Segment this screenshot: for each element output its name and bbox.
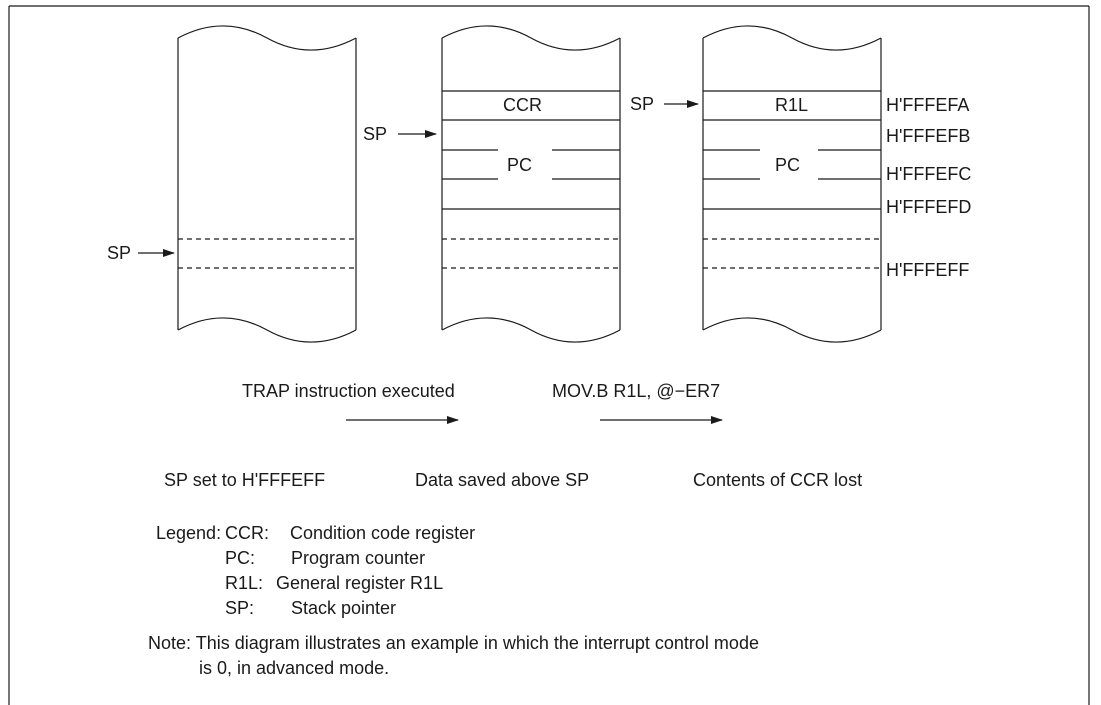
address-label: H'FFFEFF (886, 260, 970, 280)
r1l-cell-label: R1L (775, 95, 809, 115)
stage-caption: SP set to H'FFFEFF (164, 470, 326, 490)
stage-caption: Data saved above SP (415, 470, 590, 490)
legend-heading: Legend: (156, 523, 222, 543)
legend-desc: General register R1L (276, 573, 444, 593)
legend-desc: Stack pointer (291, 598, 397, 618)
stack-column-after-mov (702, 25, 882, 343)
legend-term: SP: (225, 598, 255, 618)
figure-border (8, 5, 1090, 705)
transition-label: TRAP instruction executed (242, 381, 455, 401)
legend-desc: Condition code register (290, 523, 476, 543)
address-label: H'FFFEFD (886, 197, 972, 217)
note-text: Note: This diagram illustrates an exampl… (148, 633, 759, 653)
legend-desc: Program counter (291, 548, 426, 568)
address-label: H'FFFEFC (886, 164, 972, 184)
legend-term: PC: (225, 548, 256, 568)
legend-term: R1L: (225, 573, 264, 593)
stack-column-after-trap (441, 25, 621, 343)
stack-column-initial (177, 25, 357, 343)
ccr-cell-label: CCR (503, 95, 542, 115)
address-label: H'FFFEFA (886, 95, 970, 115)
pc-cell-label: PC (775, 155, 801, 175)
sp-label: SP (630, 94, 655, 114)
sp-label: SP (107, 243, 132, 263)
legend-term: CCR: (225, 523, 269, 543)
note-text: is 0, in advanced mode. (199, 658, 390, 678)
transition-label: MOV.B R1L, @−ER7 (552, 381, 721, 401)
stage-caption: Contents of CCR lost (693, 470, 863, 490)
sp-pointer-arrows (138, 100, 699, 257)
pc-cell-label: PC (507, 155, 533, 175)
sp-label: SP (363, 124, 388, 144)
address-label: H'FFFEFB (886, 126, 971, 146)
